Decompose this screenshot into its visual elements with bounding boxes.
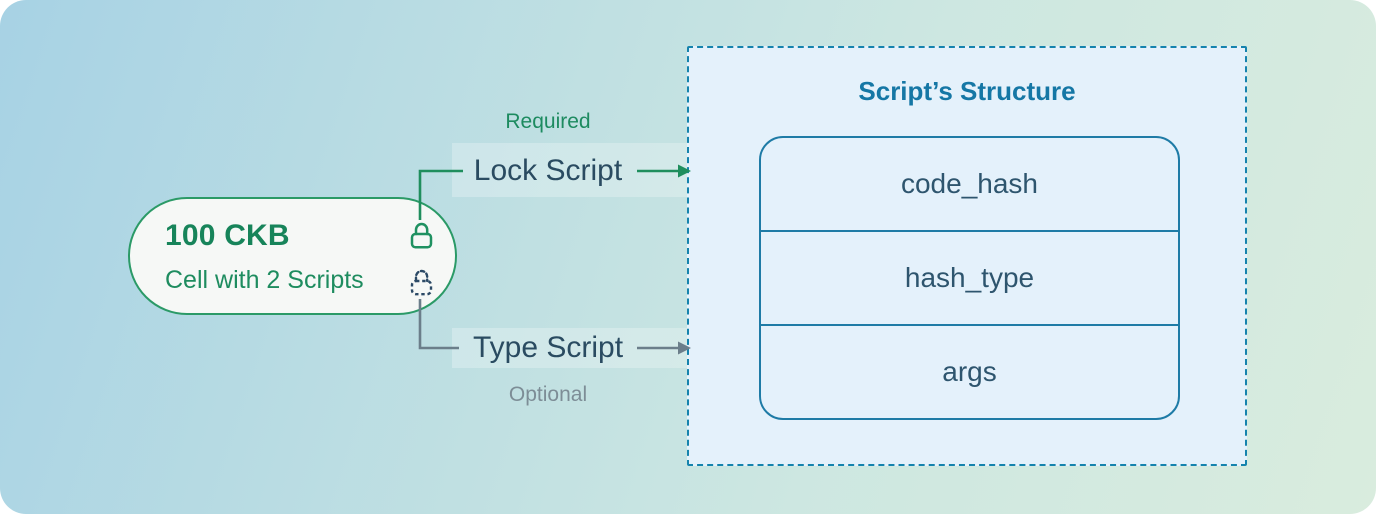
cell-description: Cell with 2 Scripts [165, 266, 364, 294]
cell-pill: 100 CKB Cell with 2 Scripts [128, 197, 457, 315]
lock-solid-icon [407, 220, 436, 256]
lock-dashed-icon [407, 267, 436, 303]
optional-annotation: Optional [508, 383, 588, 406]
cell-amount: 100 CKB [165, 219, 290, 252]
lock-script-label: Lock Script [473, 154, 623, 187]
field-row-hash-type: hash_type [761, 230, 1178, 324]
script-structure-box: Script’s Structure code_hash hash_type a… [687, 46, 1247, 466]
field-row-code-hash: code_hash [900, 168, 1038, 199]
type-script-label: Type Script [472, 331, 624, 364]
field-row-args: args [761, 324, 1178, 418]
structure-box-title: Script’s Structure [858, 76, 1076, 106]
required-annotation: Required [505, 110, 591, 133]
script-fields-table: code_hash hash_type args [759, 136, 1180, 420]
